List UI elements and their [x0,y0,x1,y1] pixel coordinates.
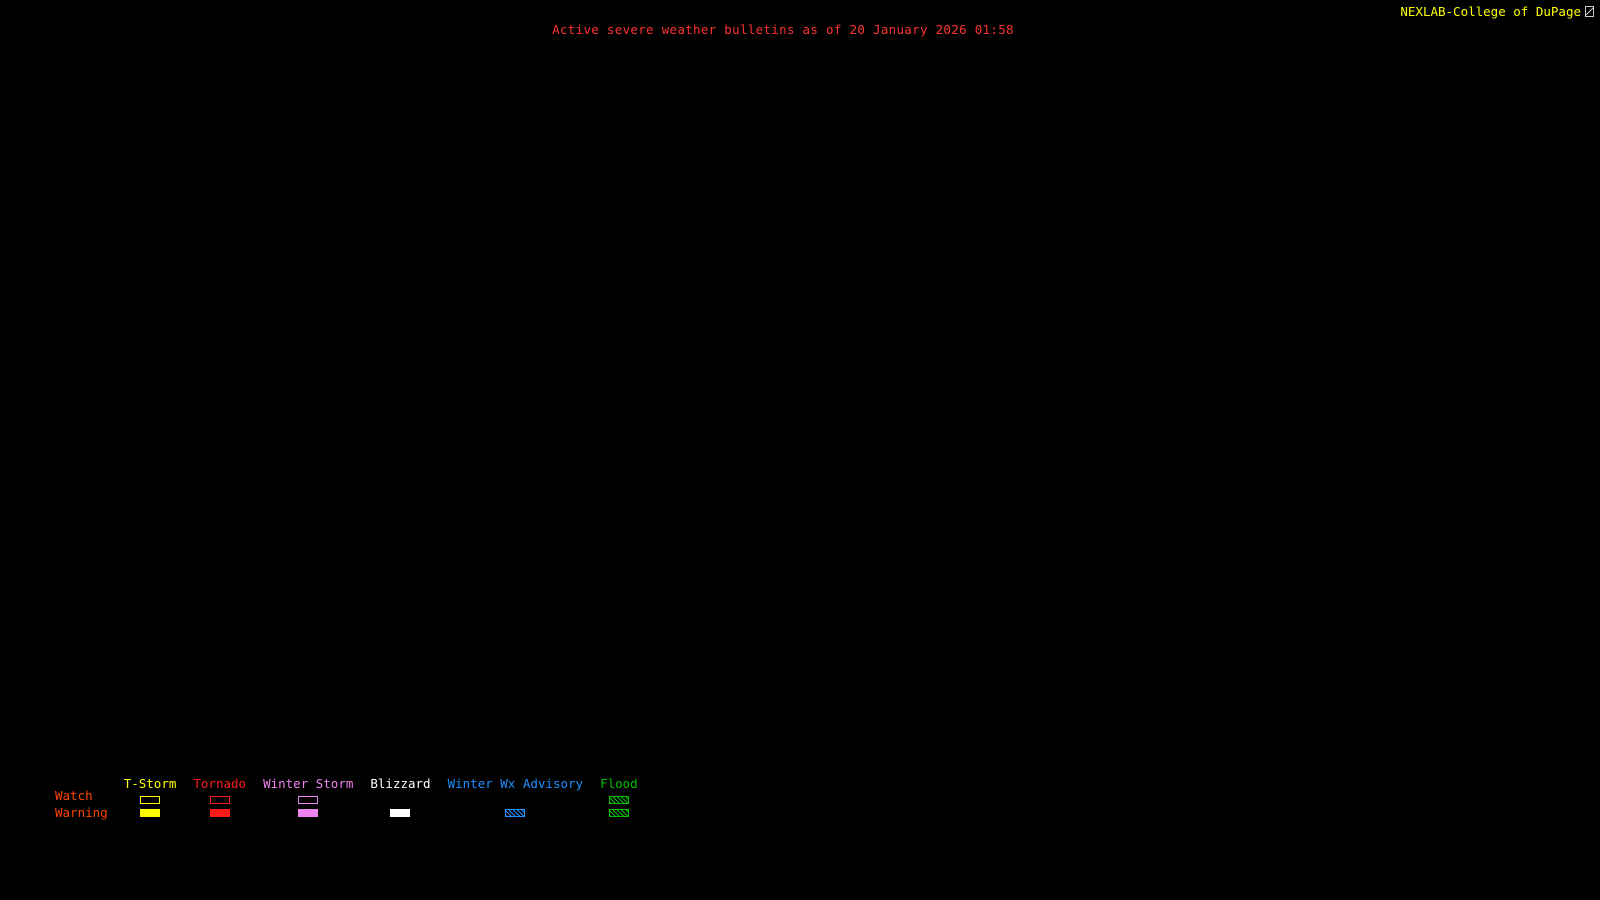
legend-swatch-tornado-watch [209,796,230,804]
legend-swatch-blizzard-warning [390,809,411,817]
legend-swatch-t-storm-warning [140,809,161,817]
legend-item-winter-storm: Winter Storm [263,776,353,817]
legend-columns: T-Storm Tornado Winter Storm Blizzard Winter… [124,776,638,817]
page-title: Active severe weather bulletins as of 20… [552,22,1014,37]
legend-item-t-storm: T-Storm [123,776,177,817]
legend-item-flood: Flood [600,776,638,817]
brand: NEXLAB-College of DuPage [1400,4,1594,19]
legend-row-label-warning: Warning [55,805,108,820]
legend-swatch-winter-wx-advisory-warning [505,809,526,817]
legend-label-winter-wx-advisory: Winter Wx Advisory [447,776,584,791]
legend-label-winter-storm: Winter Storm [263,776,354,791]
legend-label-t-storm: T-Storm [123,776,177,791]
legend-row-labels: Watch Warning [55,788,108,820]
legend-label-tornado: Tornado [193,776,247,791]
legend-row-label-watch: Watch [55,788,93,803]
legend-swatch-flood-watch [608,796,629,804]
legend: Watch Warning T-Storm Tornado Winter Storm… [55,776,638,820]
brand-label: NEXLAB-College of DuPage [1400,4,1581,19]
legend-swatch-tornado-warning [209,809,230,817]
legend-label-flood: Flood [600,776,638,791]
logo-glyph-icon [1585,6,1594,17]
legend-swatch-winter-storm-watch [298,796,319,804]
legend-swatch-flood-warning [608,809,629,817]
legend-item-winter-wx-advisory: Winter Wx Advisory [448,776,583,817]
legend-item-tornado: Tornado [193,776,246,817]
legend-label-blizzard: Blizzard [370,776,431,791]
legend-item-blizzard: Blizzard [370,776,431,817]
legend-swatch-t-storm-watch [140,796,161,804]
legend-swatch-winter-storm-warning [298,809,319,817]
